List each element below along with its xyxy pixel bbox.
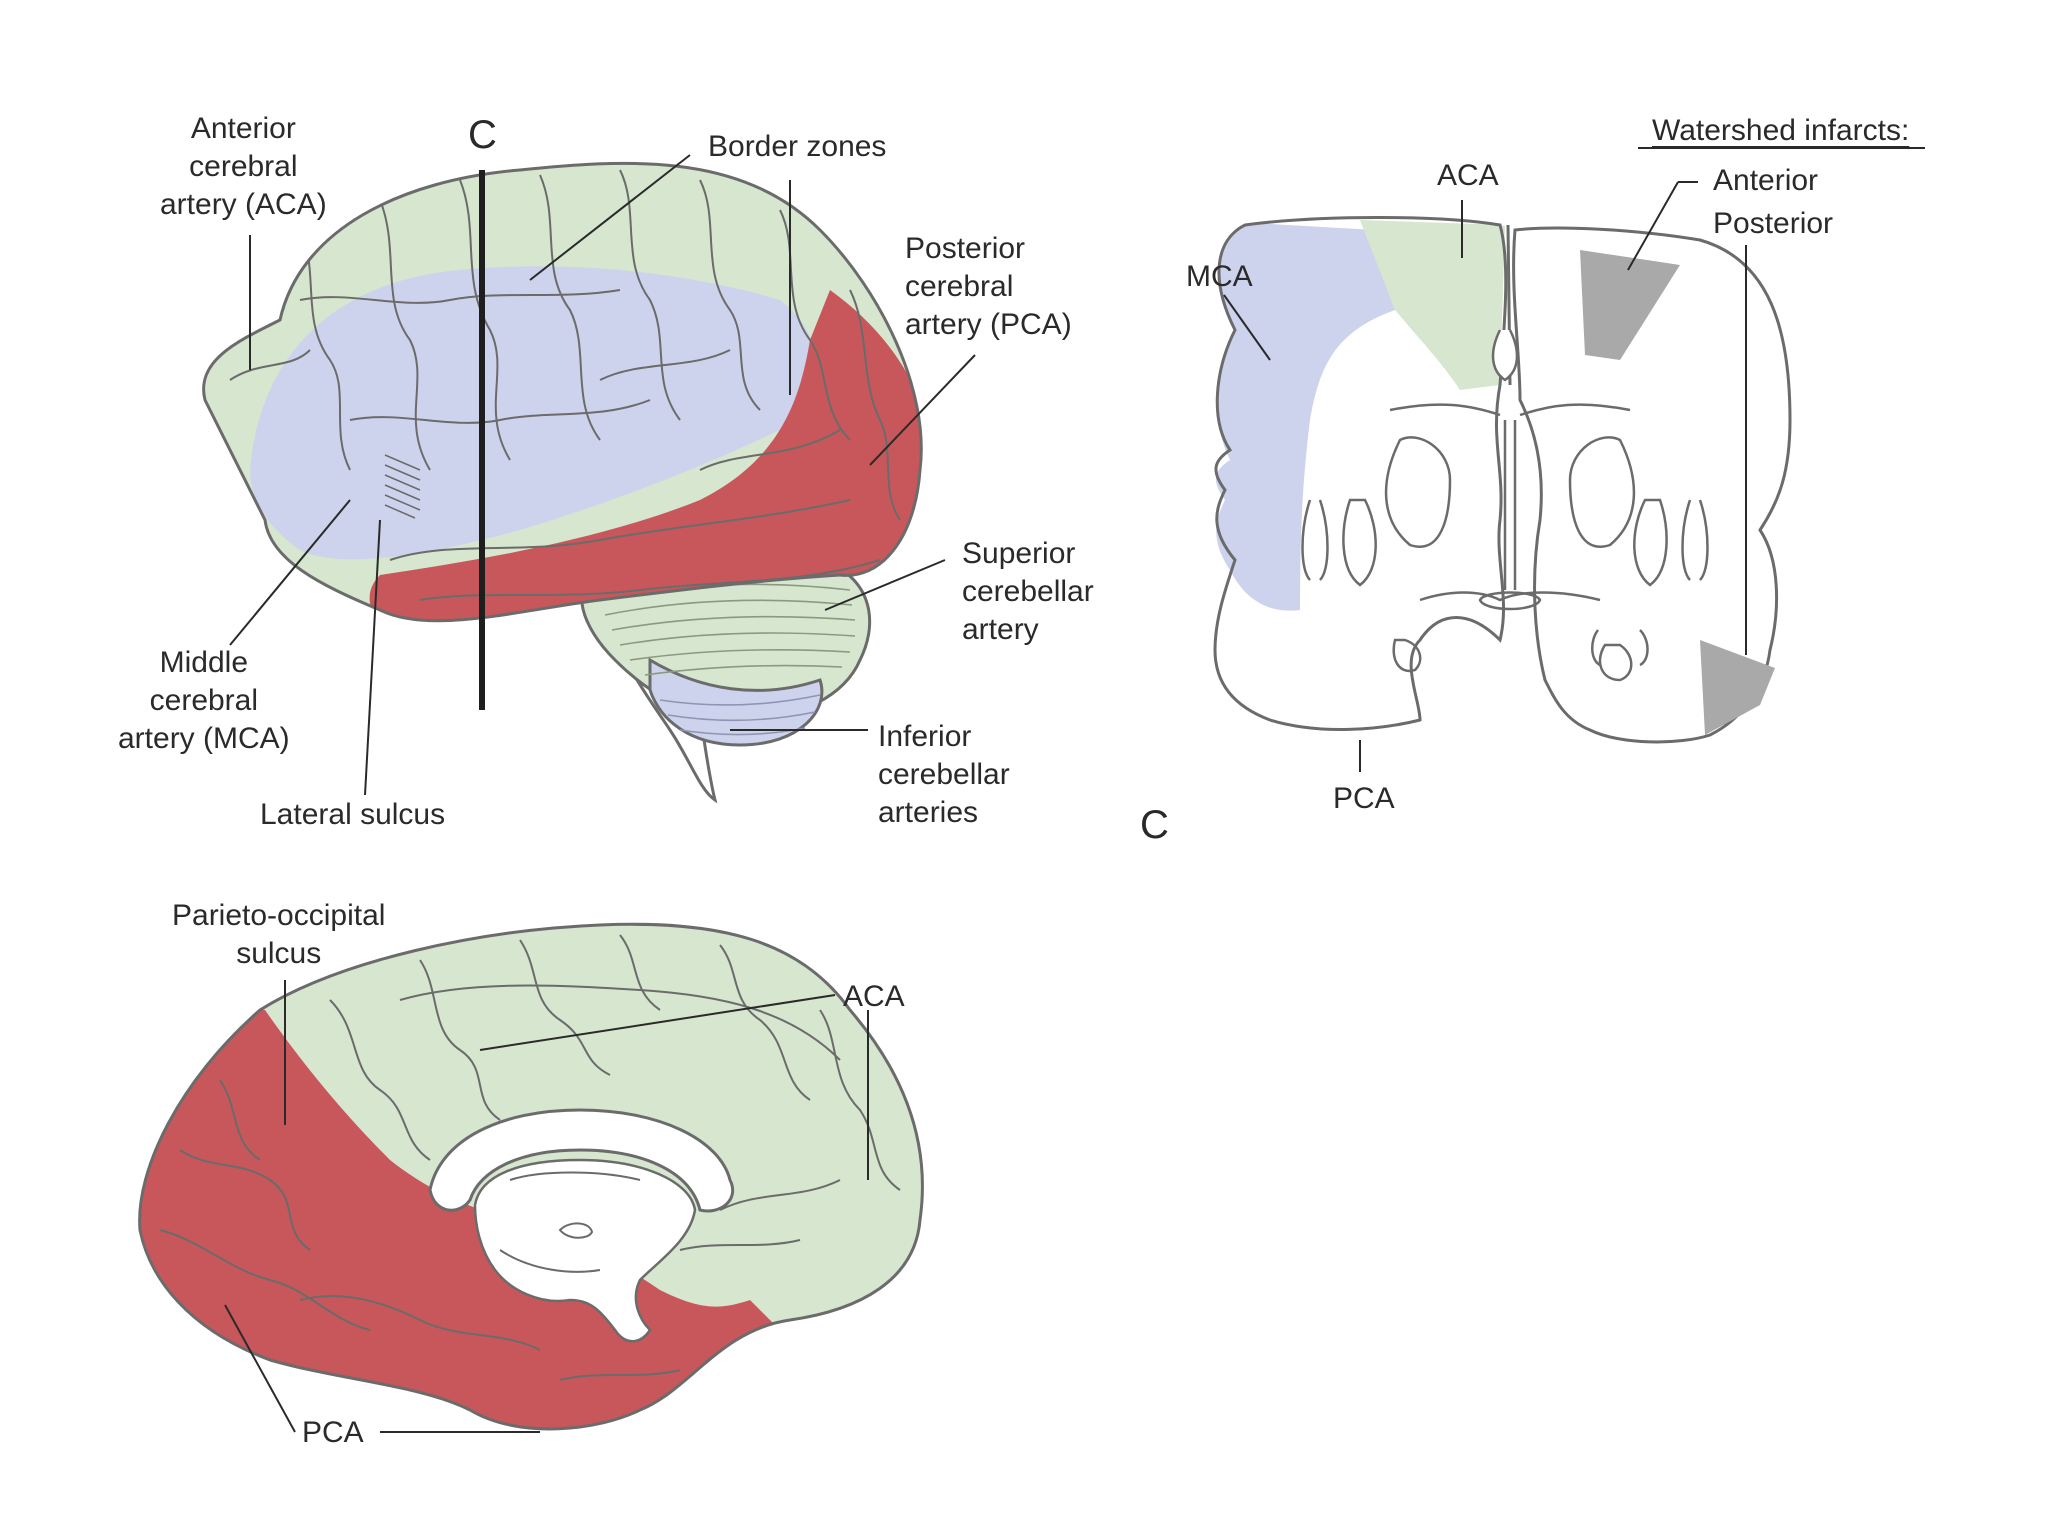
coronal-leader-lines xyxy=(1223,147,1925,772)
coronal-section-icon xyxy=(1213,216,1792,744)
medial-leader-lines xyxy=(224,980,869,1433)
label-watershed-anterior: Anterior xyxy=(1713,164,1819,197)
label-coronal-section-c: C xyxy=(1140,803,1169,847)
label-watershed-posterior: Posterior xyxy=(1713,207,1834,240)
medial-brain-icon xyxy=(138,922,924,1431)
watershed-posterior-zone xyxy=(1700,640,1775,735)
lateral-leader-lines xyxy=(229,154,976,796)
label-border-zones: Border zones xyxy=(708,130,887,163)
label-lateral-sulcus: Lateral sulcus xyxy=(260,798,446,831)
label-medial-pca: PCA xyxy=(302,1416,364,1449)
cerebellum-icon xyxy=(580,552,872,747)
label-coronal-aca: ACA xyxy=(1437,159,1499,192)
lateral-brain-icon xyxy=(202,161,923,804)
section-marker-c: C xyxy=(468,113,497,157)
watershed-anterior-zone xyxy=(1580,250,1680,360)
label-coronal-pca: PCA xyxy=(1333,782,1395,815)
corpus-callosum-icon xyxy=(428,1108,735,1343)
label-watershed-title: Watershed infarcts: xyxy=(1652,114,1910,147)
label-medial-aca: ACA xyxy=(843,980,905,1013)
label-coronal-mca: MCA xyxy=(1186,260,1253,293)
